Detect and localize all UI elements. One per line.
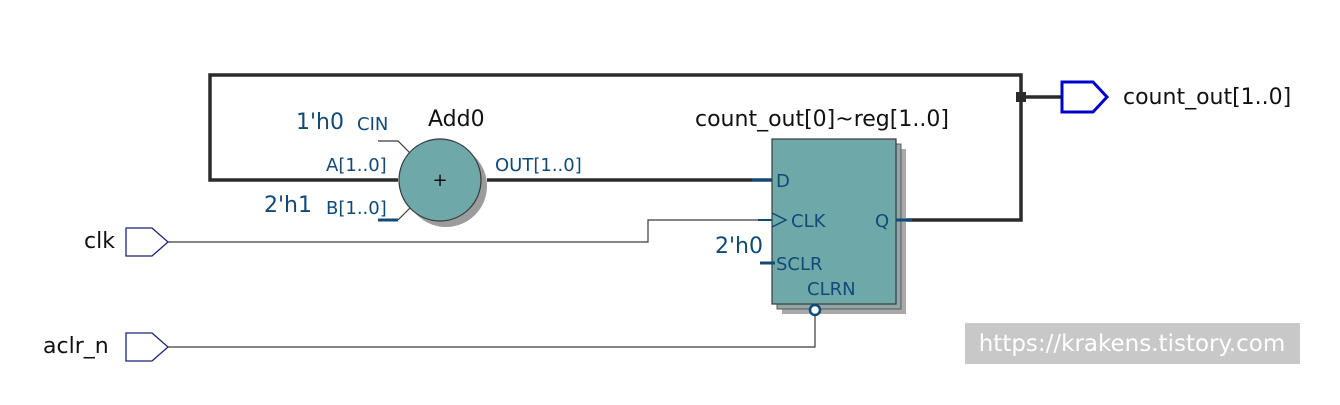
feedback-bus	[208, 73, 1023, 222]
clk-wire	[168, 219, 758, 243]
clk-pin-label: clk	[84, 229, 115, 254]
adder-b-port-label: B[1..0]	[326, 198, 387, 219]
count-out-pin-label: count_out[1..0]	[1123, 85, 1291, 110]
aclr-n-input-pin[interactable]: aclr_n	[43, 332, 169, 362]
register-clk-triangle	[771, 212, 788, 228]
register-sclr-const: 2'h0	[715, 234, 763, 259]
register-clk-port-label: CLK	[791, 211, 827, 232]
clk-pin-icon	[125, 227, 169, 257]
adder-b-const: 2'h1	[264, 193, 312, 218]
adder-cin-port-label: CIN	[357, 114, 388, 135]
adder-plus-symbol: +	[432, 170, 447, 191]
adder-cin-const: 1'h0	[296, 110, 344, 135]
adder-out-port-label: OUT[1..0]	[495, 155, 582, 176]
register-clrn-port-label: CLRN	[807, 279, 856, 300]
adder-a-port-label: A[1..0]	[326, 155, 387, 176]
aclr-wire	[168, 316, 816, 348]
aclr-n-pin-label: aclr_n	[43, 334, 109, 359]
bus-junction	[1016, 92, 1026, 102]
register-block[interactable]	[752, 138, 912, 317]
register-q-port-label: Q	[875, 211, 889, 232]
watermark: https://krakens.tistory.com	[965, 323, 1300, 364]
count-out-pin-icon	[1060, 80, 1110, 114]
adder-title: Add0	[428, 107, 485, 132]
count-out-output-pin[interactable]: count_out[1..0]	[1060, 80, 1291, 114]
aclr-n-pin-icon	[125, 332, 169, 362]
register-title: count_out[0]~reg[1..0]	[695, 107, 949, 132]
register-sclr-port-label: SCLR	[776, 254, 823, 275]
bus-wires	[208, 73, 1062, 222]
register-clrn-bubble	[808, 303, 822, 317]
register-d-port-label: D	[776, 171, 790, 192]
watermark-background	[965, 323, 1300, 364]
watermark-text: https://krakens.tistory.com	[979, 331, 1286, 357]
adder-body	[398, 138, 482, 222]
register-body	[771, 138, 897, 305]
adder-block[interactable]: +	[378, 138, 487, 227]
clk-input-pin[interactable]: clk	[84, 227, 169, 257]
